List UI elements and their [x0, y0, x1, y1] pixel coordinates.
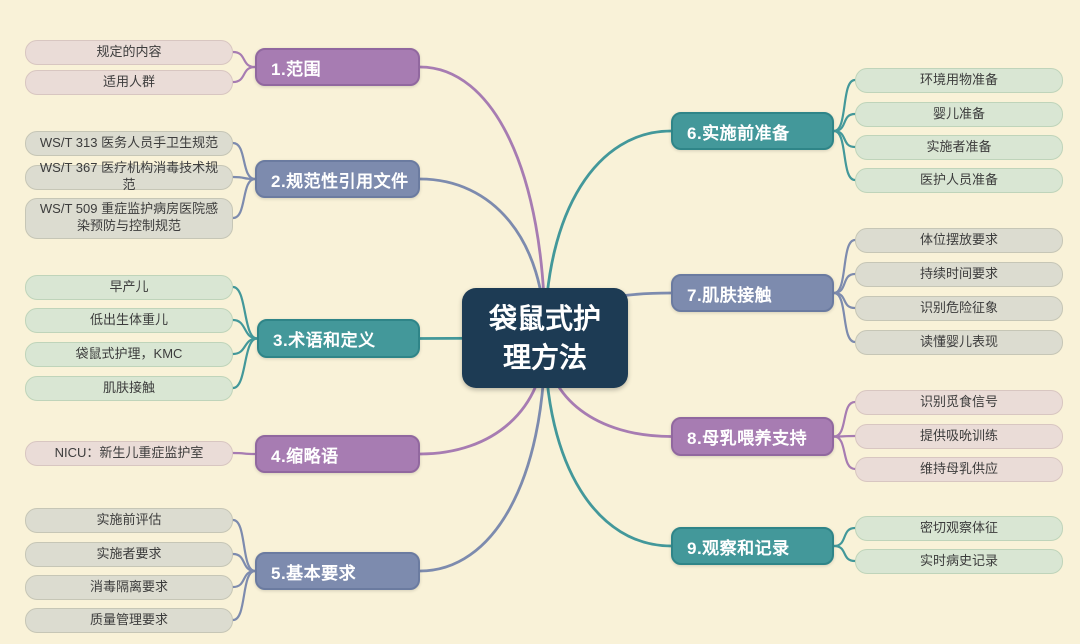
branch-label: 8.母乳喂养支持: [687, 429, 808, 448]
central-topic-label: 袋鼠式护理方法: [488, 302, 601, 373]
branch-label: 4.缩略语: [271, 446, 339, 466]
leaf-label: 读懂婴儿表现: [919, 333, 998, 349]
leaf-node[interactable]: 规定的内容: [25, 39, 233, 65]
leaf-node[interactable]: 低出生体重儿: [25, 307, 233, 333]
branch-label: 1.范围: [271, 59, 322, 79]
branch-node-7[interactable]: 7.肌肤接触: [671, 274, 834, 312]
leaf-node[interactable]: 提供吸吮训练: [855, 423, 1063, 449]
leaf-label: 实施前评估: [96, 511, 162, 527]
branch-node-5[interactable]: 5.基本要求: [255, 552, 420, 590]
leaf-label: 维持母乳供应: [919, 460, 998, 476]
branch-node-8[interactable]: 8.母乳喂养支持: [671, 417, 834, 456]
leaf-label: 体位摆放要求: [919, 231, 998, 247]
leaf-node[interactable]: 实施者要求: [25, 541, 233, 567]
branch-node-6[interactable]: 6.实施前准备: [671, 112, 834, 150]
leaf-label: 实施者准备: [926, 138, 992, 154]
leaf-label: 识别觅食信号: [919, 393, 998, 409]
leaf-label: 识别危险征象: [919, 299, 998, 315]
branch-label: 3.术语和定义: [273, 331, 376, 350]
leaf-label: 袋鼠式护理，KMC: [75, 345, 183, 361]
leaf-label: NICU：新生儿重症监护室: [54, 444, 204, 460]
leaf-node[interactable]: 环境用物准备: [855, 67, 1063, 93]
leaf-node[interactable]: 实施者准备: [855, 134, 1063, 160]
leaf-node[interactable]: 读懂婴儿表现: [855, 329, 1063, 355]
leaf-node[interactable]: 婴儿准备: [855, 101, 1063, 127]
leaf-label: 环境用物准备: [919, 71, 998, 87]
leaf-label: 规定的内容: [96, 43, 162, 59]
leaf-label: 质量管理要求: [89, 611, 168, 627]
leaf-node[interactable]: WS/T 367 医疗机构消毒技术规范: [25, 160, 233, 192]
leaf-node[interactable]: 早产儿: [25, 274, 233, 300]
leaf-node[interactable]: WS/T 313 医务人员手卫生规范: [25, 130, 233, 156]
leaf-node[interactable]: 消毒隔离要求: [25, 574, 233, 600]
leaf-node[interactable]: 持续时间要求: [855, 261, 1063, 287]
branch-label: 6.实施前准备: [687, 123, 790, 143]
leaf-label: 实施者要求: [96, 545, 162, 561]
branch-node-1[interactable]: 1.范围: [255, 48, 420, 86]
leaf-label: 适用人群: [102, 73, 155, 89]
branch-node-9[interactable]: 9.观察和记录: [671, 527, 834, 565]
leaf-node[interactable]: 袋鼠式护理，KMC: [25, 341, 233, 367]
leaf-label: 肌肤接触: [102, 379, 155, 395]
branch-node-3[interactable]: 3.术语和定义: [257, 319, 420, 358]
branch-label: 9.观察和记录: [687, 538, 790, 558]
leaf-node[interactable]: 体位摆放要求: [855, 227, 1063, 253]
central-topic[interactable]: 袋鼠式护理方法: [462, 288, 628, 388]
leaf-node[interactable]: 识别危险征象: [855, 295, 1063, 321]
leaf-node[interactable]: 密切观察体征: [855, 515, 1063, 541]
leaf-label: 提供吸吮训练: [919, 427, 998, 443]
leaf-label: WS/T 367 医疗机构消毒技术规范: [39, 160, 219, 192]
leaf-node[interactable]: 实时病史记录: [855, 548, 1063, 574]
leaf-label: 婴儿准备: [932, 105, 985, 121]
leaf-node[interactable]: 适用人群: [25, 69, 233, 95]
branch-label: 7.肌肤接触: [687, 285, 773, 305]
leaf-node[interactable]: 医护人员准备: [855, 167, 1063, 193]
leaf-label: 实时病史记录: [919, 552, 998, 568]
leaf-label: 消毒隔离要求: [89, 578, 168, 594]
leaf-label: 早产儿: [109, 278, 149, 294]
leaf-label: WS/T 509 重症监护病房医院感染预防与控制规范: [39, 201, 219, 233]
leaf-label: 低出生体重儿: [89, 311, 168, 327]
leaf-label: 持续时间要求: [919, 265, 998, 281]
leaf-node[interactable]: 识别觅食信号: [855, 389, 1063, 415]
leaf-label: WS/T 313 医务人员手卫生规范: [39, 134, 219, 150]
leaf-node[interactable]: 质量管理要求: [25, 607, 233, 633]
leaf-label: 医护人员准备: [919, 171, 998, 187]
leaf-node[interactable]: NICU：新生儿重症监护室: [25, 440, 233, 466]
leaf-node[interactable]: 维持母乳供应: [855, 456, 1063, 482]
branch-label: 2.规范性引用文件: [271, 171, 409, 191]
branch-label: 5.基本要求: [271, 563, 357, 583]
leaf-node[interactable]: 实施前评估: [25, 507, 233, 533]
leaf-label: 密切观察体征: [919, 519, 998, 535]
branch-node-2[interactable]: 2.规范性引用文件: [255, 160, 420, 198]
leaf-node[interactable]: 肌肤接触: [25, 375, 233, 401]
branch-node-4[interactable]: 4.缩略语: [255, 435, 420, 473]
leaf-node[interactable]: WS/T 509 重症监护病房医院感染预防与控制规范: [25, 197, 233, 239]
